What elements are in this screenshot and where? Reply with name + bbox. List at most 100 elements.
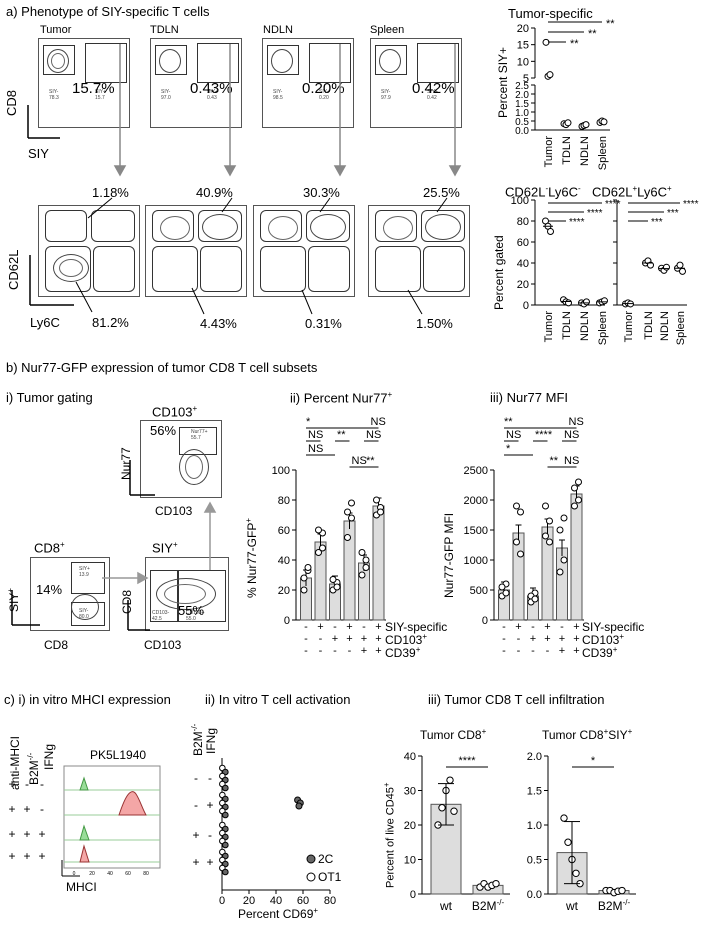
sign-label: + <box>346 621 352 633</box>
cii-xlabel: Percent CD69+ <box>238 906 319 921</box>
category-label: Tumor <box>543 311 555 343</box>
tick-label: 80 <box>143 871 149 877</box>
tick-label: 60 <box>125 871 131 877</box>
tick-label: 1.5 <box>527 786 542 798</box>
iii-row-label-siy: SIY-specific <box>582 620 645 634</box>
gate-14: 14% <box>36 582 63 597</box>
sign-label: - <box>208 771 212 785</box>
sign-label: + <box>559 645 565 657</box>
sign-label: + <box>8 827 15 841</box>
panel-a-title: a) Phenotype of SIY-specific T cells <box>6 4 210 19</box>
legend-marker-ot1 <box>306 872 316 882</box>
tick-label: 0 <box>219 895 225 907</box>
data-point <box>560 556 568 564</box>
sign-label: + <box>375 621 381 633</box>
tick-label: 2.0 <box>515 90 529 101</box>
data-point <box>547 228 554 235</box>
sig-label: NS <box>352 455 367 467</box>
data-point <box>513 502 520 510</box>
data-point <box>438 804 446 812</box>
sig-label: NS <box>308 429 323 441</box>
tick-label: 30 <box>404 786 416 798</box>
sig-label: NS <box>506 429 521 441</box>
tick-label: 40 <box>270 895 282 907</box>
tick-label: 100 <box>272 465 290 477</box>
sign-label: + <box>346 633 352 645</box>
data-point <box>362 556 370 564</box>
data-point <box>319 544 326 552</box>
cd62l-percent-bottom-ndln: 0.31% <box>305 316 342 331</box>
cd62l-percent-top-ndln: 30.3% <box>303 185 340 200</box>
category-label: Tumor <box>623 311 635 343</box>
tick-label: 40 <box>107 871 113 877</box>
tick-label: 5 <box>523 73 529 85</box>
gate-55: 55% <box>178 603 205 618</box>
data-point <box>222 868 229 876</box>
data-point <box>513 538 520 546</box>
sign-label: + <box>192 855 199 869</box>
sign-label: - <box>194 771 198 785</box>
category-label: Spleen <box>597 136 609 170</box>
tick-label: 2.5 <box>515 81 529 92</box>
tick-label: 1.0 <box>515 108 529 119</box>
histogram-frame <box>63 765 161 869</box>
sign-label: - <box>304 621 308 633</box>
sign-label: + <box>332 633 338 645</box>
tick-label: 0.5 <box>515 117 529 128</box>
sig-label: * <box>591 755 596 767</box>
flow-plot-cd62l-tdln <box>145 205 247 297</box>
sign-label: - <box>502 645 506 657</box>
data-point <box>304 564 312 571</box>
sign-label: + <box>23 849 30 863</box>
sign-label: + <box>375 633 381 645</box>
tick-label: 0.0 <box>527 889 542 901</box>
histogram-curve <box>79 844 90 863</box>
sig-label: ** <box>606 18 615 30</box>
flow-plot-siy-ndln: SIY-98.5 SIY+0.20 <box>262 38 354 128</box>
data-point <box>542 532 549 540</box>
data-point <box>373 496 380 504</box>
sig-label: *** <box>651 217 663 228</box>
sig-label: ** <box>366 455 375 467</box>
sig-label: ** <box>550 455 559 467</box>
cd62l-percent-top-spleen: 25.5% <box>423 185 460 200</box>
category-label: Tumor <box>543 136 555 168</box>
sign-label: - <box>25 777 29 791</box>
data-point <box>517 508 524 516</box>
sign-label: + <box>23 827 30 841</box>
ciii-right-title: Tumor CD8+SIY+ <box>542 727 633 742</box>
tick-label: 100 <box>511 195 529 207</box>
category-label: Spleen <box>675 311 687 345</box>
sig-label: NS <box>569 416 584 428</box>
sig-label: ** <box>504 416 513 428</box>
sig-label: NS <box>564 429 579 441</box>
panel-c-i-title: c) i) in vitro MHCI expression <box>4 692 171 707</box>
sign-label: - <box>304 645 308 657</box>
data-point <box>300 586 308 594</box>
data-point <box>344 508 351 516</box>
cd62l-percent-top-tdln: 40.9% <box>196 185 233 200</box>
data-point <box>222 784 229 792</box>
tick-label: 2500 <box>464 465 488 477</box>
tick-label: 20 <box>517 279 529 291</box>
tick-label: 0 <box>284 615 290 627</box>
sign-label: + <box>38 849 45 863</box>
data-point <box>517 550 524 558</box>
axis-label-cd8-b: CD8 <box>44 638 69 652</box>
data-point <box>571 484 578 492</box>
tick-label: 40 <box>404 751 416 763</box>
data-point <box>571 502 578 510</box>
tick-label: 0.0 <box>515 126 529 137</box>
flow-plot-cd62l-tumor <box>38 205 140 297</box>
category-label: Spleen <box>597 311 609 345</box>
data-point <box>564 119 572 127</box>
axis-label-siy: SIY <box>28 146 49 161</box>
sig-label: ** <box>570 38 579 50</box>
data-point <box>560 514 568 522</box>
gate-cd103-label: CD103+ <box>152 404 198 420</box>
sign-label: - <box>304 633 308 645</box>
category-label: NDLN <box>659 311 671 341</box>
panel-b-ii-title: ii) Percent Nur77+ <box>290 390 393 406</box>
